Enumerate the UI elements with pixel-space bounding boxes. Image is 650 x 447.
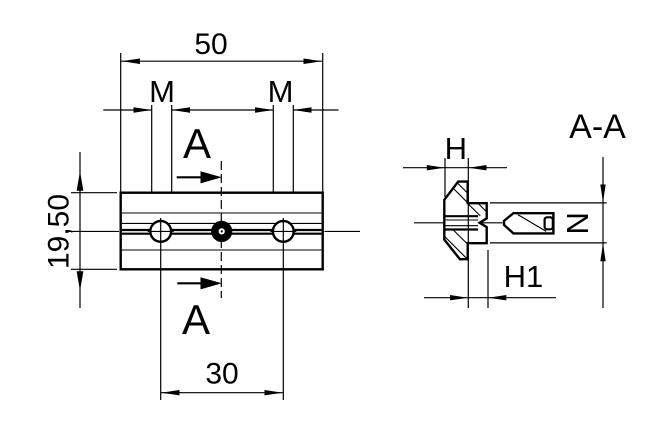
arrowhead-icon — [255, 107, 274, 113]
arrowhead-bottom-icon — [76, 271, 84, 291]
hole-center-threaded — [211, 220, 233, 242]
hatch-line — [467, 203, 481, 217]
dim-hole-spacing-label: 30 — [205, 358, 238, 391]
section-arrow-icon — [200, 277, 222, 290]
dim-length-50: 50 — [120, 28, 324, 192]
hole-center-dot — [220, 230, 223, 233]
dim-length-label: 50 — [194, 28, 227, 61]
section-arrow-icon — [200, 171, 222, 184]
arrowhead-icon — [468, 165, 487, 171]
front-view: 50 M M — [43, 28, 360, 400]
dim-height-h: H — [403, 131, 507, 308]
dim-thread-right-label: M — [268, 74, 294, 109]
dim-base-height-h1: H1 — [424, 250, 556, 308]
arrowhead-up-icon — [600, 243, 606, 262]
arrowhead-right-icon — [303, 58, 322, 64]
arrowhead-icon — [426, 165, 445, 171]
hatch-line — [452, 188, 468, 204]
section-arrow-bottom: A — [177, 277, 222, 343]
hex-socket-icon — [543, 216, 554, 231]
hole-right — [270, 218, 297, 400]
arrowhead-top-icon — [76, 171, 84, 191]
arrowhead-icon — [171, 107, 190, 113]
dim-base-height-label: H1 — [504, 259, 544, 294]
dim-height-label: H — [445, 131, 467, 166]
dim-boss-n: N — [490, 157, 607, 308]
section-hatching — [443, 182, 487, 260]
dim-hole-spacing-30: 30 — [160, 358, 284, 396]
section-view-title: A-A — [569, 108, 626, 146]
arrowhead-icon — [293, 107, 312, 113]
arrowhead-icon — [488, 295, 507, 301]
set-screw-slash — [517, 214, 547, 232]
arrowhead-icon — [133, 107, 152, 113]
section-letter-top: A — [183, 120, 211, 167]
hatch-line — [453, 229, 468, 245]
arrowhead-right-icon — [264, 390, 283, 396]
hatch-line — [443, 235, 468, 260]
section-view: A-A H — [403, 108, 626, 308]
set-screw — [502, 212, 555, 235]
arrowhead-icon — [450, 295, 468, 301]
section-arrow-top: A — [176, 120, 222, 184]
hatch-line — [457, 182, 468, 194]
arrowhead-left-icon — [161, 390, 180, 396]
arrowhead-left-icon — [121, 58, 140, 64]
arrowhead-down-icon — [600, 184, 606, 203]
dim-width-1950: 19,50 — [43, 152, 117, 308]
hatch-line — [477, 203, 487, 213]
dim-boss-label: N — [560, 212, 595, 234]
section-letter-bottom: A — [182, 296, 210, 343]
dim-width-label: 19,50 — [43, 194, 76, 269]
hole-left — [147, 218, 174, 400]
dim-thread-left-label: M — [149, 74, 175, 109]
